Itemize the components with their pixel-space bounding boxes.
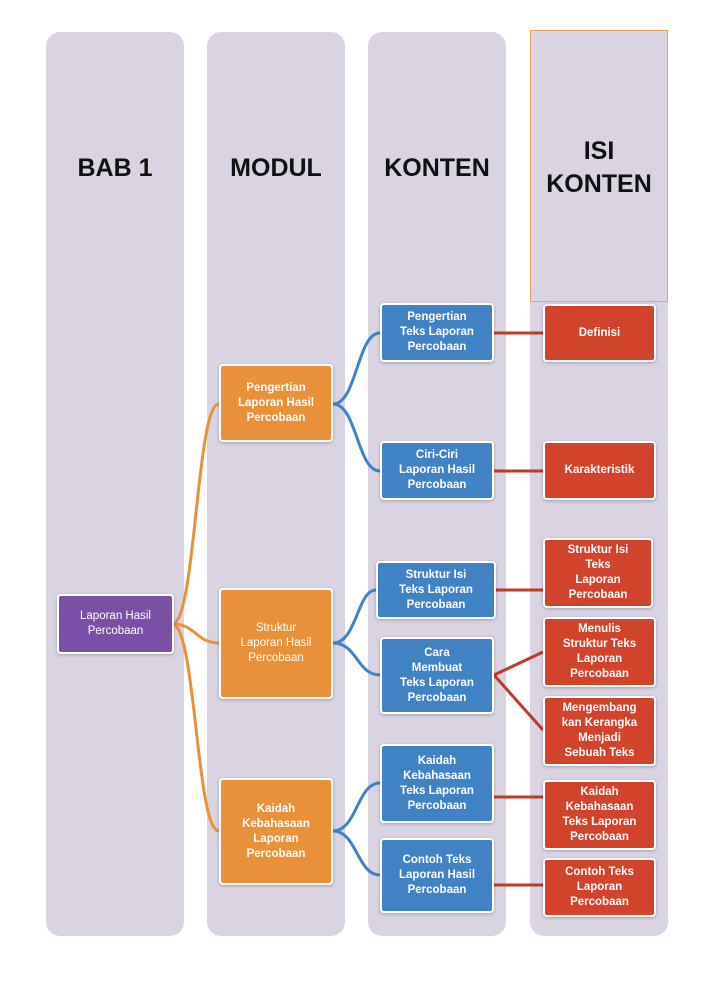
link-bab-modul-3 <box>171 622 220 833</box>
node-modul-1: Pengertian Laporan Hasil Percobaan <box>219 364 333 442</box>
column-header-konten: KONTEN <box>384 154 490 182</box>
node-konten-2: Ciri-Ciri Laporan Hasil Percobaan <box>380 441 494 500</box>
node-isi-7: Contoh Teks Laporan Percobaan <box>543 858 656 917</box>
link-bab-modul-2 <box>171 622 220 645</box>
node-label: Contoh Teks Laporan Hasil Percobaan <box>398 854 476 896</box>
node-konten-5: Kaidah Kebahasaan Teks Laporan Percobaan <box>380 744 494 823</box>
node-label: Karakteristik <box>564 464 635 476</box>
column-bab: BAB 1 <box>46 32 184 936</box>
node-label: Ciri-Ciri Laporan Hasil Percobaan <box>398 449 476 491</box>
column-header-modul: MODUL <box>230 154 322 182</box>
node-isi-5: Mengembang kan Kerangka Menjadi Sebuah T… <box>543 696 656 766</box>
node-label: Laporan Hasil Percobaan <box>80 610 151 637</box>
node-label: Contoh Teks Laporan Percobaan <box>565 866 634 908</box>
column-header-box-isi-konten: ISI KONTEN <box>530 30 668 302</box>
node-label: Pengertian Laporan Hasil Percobaan <box>237 381 315 424</box>
node-label: Definisi <box>578 326 621 339</box>
node-isi-3: Struktur Isi Teks Laporan Percobaan <box>543 538 653 608</box>
link-modul1-konten2 <box>332 402 381 473</box>
node-isi-6: Kaidah Kebahasaan Teks Laporan Percobaan <box>543 780 656 850</box>
node-label: Cara Membuat Teks Laporan Percobaan <box>400 646 474 704</box>
column-header-bab: BAB 1 <box>77 154 153 182</box>
node-label: Struktur Isi Teks Laporan Percobaan <box>399 568 473 611</box>
link-modul3-konten6 <box>332 829 381 877</box>
node-isi-1: Definisi <box>543 304 656 362</box>
node-label: Struktur Laporan Hasil Percobaan <box>240 622 312 664</box>
node-konten-1: Pengertian Teks Laporan Percobaan <box>380 303 494 362</box>
node-konten-4: Cara Membuat Teks Laporan Percobaan <box>380 637 494 714</box>
node-label: Struktur Isi Teks Laporan Percobaan <box>567 544 629 601</box>
node-label: Kaidah Kebahasaan Laporan Percobaan <box>242 802 310 860</box>
node-konten-6: Contoh Teks Laporan Hasil Percobaan <box>380 838 494 913</box>
node-modul-3: Kaidah Kebahasaan Laporan Percobaan <box>219 778 333 885</box>
link-konten4-isi5 <box>492 674 545 731</box>
node-konten-3: Struktur Isi Teks Laporan Percobaan <box>376 561 496 619</box>
link-modul1-konten1 <box>332 331 381 406</box>
node-label: Menulis Struktur Teks Laporan Percobaan <box>562 623 637 680</box>
node-isi-4: Menulis Struktur Teks Laporan Percobaan <box>543 617 656 687</box>
node-isi-2: Karakteristik <box>543 441 656 500</box>
node-modul-2: Struktur Laporan Hasil Percobaan <box>219 588 333 699</box>
link-modul3-konten5 <box>332 781 381 833</box>
node-label: Kaidah Kebahasaan Teks Laporan Percobaan <box>400 754 474 812</box>
link-modul2-konten4 <box>332 641 381 677</box>
node-bab-laporan-hasil-percobaan: Laporan Hasil Percobaan <box>57 594 174 654</box>
link-modul2-konten3 <box>332 588 377 645</box>
column-header-isi-konten: ISI KONTEN <box>546 137 652 198</box>
node-label: Pengertian Teks Laporan Percobaan <box>400 311 474 353</box>
link-bab-modul-1 <box>171 402 220 626</box>
node-label: Mengembang kan Kerangka Menjadi Sebuah T… <box>561 702 638 759</box>
node-label: Kaidah Kebahasaan Teks Laporan Percobaan <box>562 786 637 843</box>
link-konten4-isi4 <box>493 650 544 677</box>
